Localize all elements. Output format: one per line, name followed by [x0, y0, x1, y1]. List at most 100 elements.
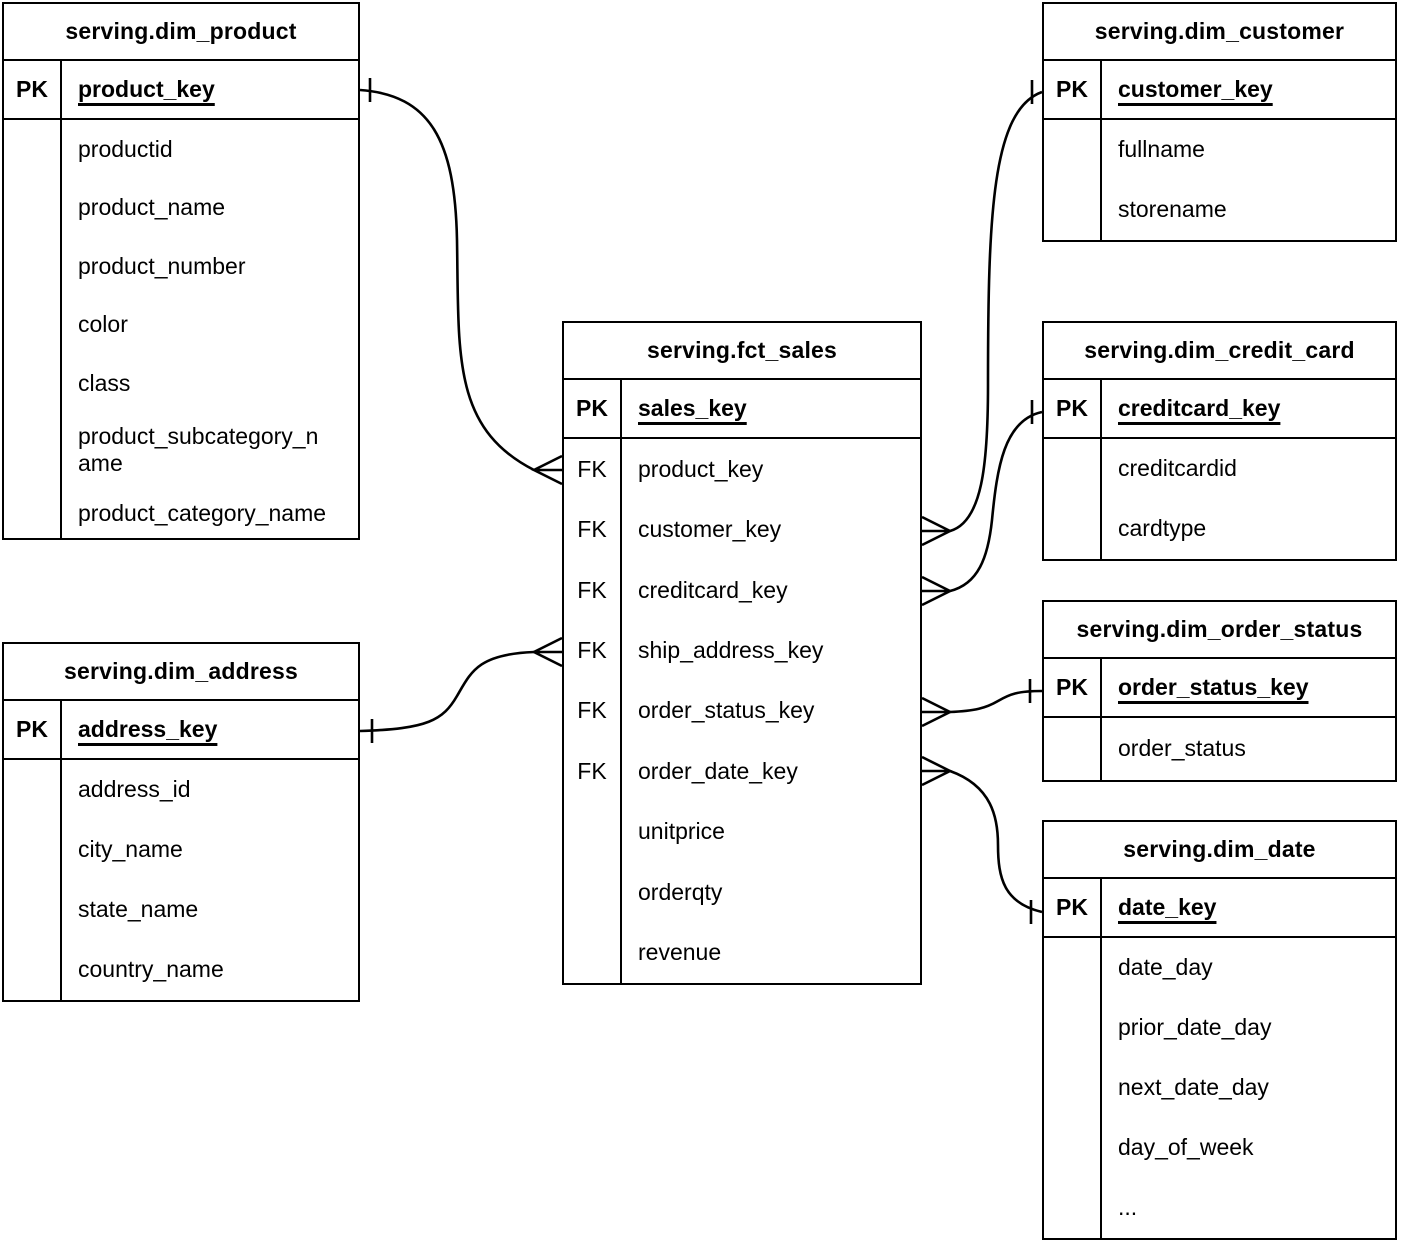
field-row: unitprice	[564, 801, 920, 863]
field-name: product_name	[78, 194, 226, 221]
table-body: fullname storename	[1044, 120, 1395, 240]
field-name: productid	[78, 135, 173, 162]
field-row: next_date_day	[1044, 1058, 1395, 1118]
field-name: class	[78, 369, 131, 396]
cardinality-many-marker	[921, 575, 953, 607]
table-title: serving.dim_credit_card	[1044, 323, 1395, 380]
table-dim-order-status: serving.dim_order_status PK order_status…	[1042, 600, 1397, 782]
table-title: serving.dim_date	[1044, 822, 1395, 879]
table-title: serving.fct_sales	[564, 323, 920, 380]
field-row: FK product_key	[564, 439, 920, 500]
key-cell	[1044, 439, 1102, 499]
field-row: prior_date_day	[1044, 998, 1395, 1058]
field-row: order_status	[1044, 718, 1395, 780]
cardinality-many-marker	[921, 515, 953, 547]
pk-label: PK	[564, 380, 622, 437]
field-name: product_category_name	[78, 499, 327, 526]
key-cell	[1044, 938, 1102, 998]
pk-label: PK	[1044, 61, 1102, 118]
pk-field-name: product_key	[78, 75, 215, 102]
key-cell	[4, 760, 62, 820]
pk-field-name: order_status_key	[1118, 673, 1309, 700]
field-row: ...	[1044, 1178, 1395, 1238]
connector-line	[949, 90, 1043, 533]
key-cell	[4, 178, 62, 237]
key-cell	[1044, 1058, 1102, 1118]
key-cell	[4, 820, 62, 880]
pk-label: PK	[1044, 879, 1102, 936]
pk-field-name: address_key	[78, 715, 218, 742]
pk-field-cell: product_key	[62, 61, 358, 118]
key-cell	[564, 801, 622, 863]
pk-row: PK product_key	[4, 61, 358, 120]
connector-line	[949, 769, 1043, 914]
pk-label: PK	[1044, 380, 1102, 437]
fk-label: FK	[564, 741, 622, 802]
field-name: prior_date_day	[1118, 1014, 1272, 1041]
field-name: address_id	[78, 776, 191, 803]
field-name: creditcardid	[1118, 455, 1237, 482]
field-name: product_key	[638, 455, 764, 482]
field-name: order_date_key	[638, 757, 798, 784]
key-cell	[4, 236, 62, 296]
pk-field-name: creditcard_key	[1118, 394, 1281, 421]
cardinality-many-marker	[531, 454, 563, 486]
field-name: color	[78, 311, 128, 338]
field-row: country_name	[4, 940, 358, 1000]
pk-row: PK creditcard_key	[1044, 380, 1395, 439]
key-cell	[1044, 1118, 1102, 1178]
fk-label: FK	[564, 559, 622, 621]
pk-label: PK	[4, 61, 62, 118]
table-dim-product: serving.dim_product PK product_key produ…	[2, 2, 360, 540]
fk-label: FK	[564, 620, 622, 681]
field-name: product_number	[78, 252, 246, 279]
pk-field-cell: customer_key	[1102, 61, 1395, 118]
key-cell	[4, 488, 62, 539]
key-cell	[1044, 1178, 1102, 1238]
relationship-date-sales	[921, 755, 1043, 924]
field-name: storename	[1118, 196, 1227, 223]
key-cell	[1044, 499, 1102, 559]
relationship-address-sales	[359, 636, 563, 743]
key-cell	[1044, 998, 1102, 1058]
pk-field-cell: creditcard_key	[1102, 380, 1395, 437]
field-row: storename	[1044, 180, 1395, 240]
pk-row: PK date_key	[1044, 879, 1395, 938]
fk-label: FK	[564, 439, 622, 500]
table-dim-credit-card: serving.dim_credit_card PK creditcard_ke…	[1042, 321, 1397, 561]
table-dim-address: serving.dim_address PK address_key addre…	[2, 642, 360, 1002]
field-name: state_name	[78, 896, 199, 923]
field-row: state_name	[4, 880, 358, 940]
field-name: unitprice	[638, 818, 725, 845]
field-name: ship_address_key	[638, 636, 824, 663]
field-row: class	[4, 353, 358, 413]
field-name: cardtype	[1118, 515, 1207, 542]
table-body: order_status	[1044, 718, 1395, 780]
connector-line	[359, 650, 535, 733]
relationship-customer-sales	[921, 80, 1043, 547]
cardinality-many-marker	[531, 636, 563, 668]
field-row: day_of_week	[1044, 1118, 1395, 1178]
field-row: product_category_name	[4, 488, 358, 539]
pk-field-cell: order_status_key	[1102, 659, 1395, 716]
relationship-credit-card-sales	[921, 400, 1043, 607]
table-title: serving.dim_order_status	[1044, 602, 1395, 659]
key-cell	[1044, 180, 1102, 240]
key-cell	[4, 353, 62, 413]
field-name: customer_key	[638, 516, 782, 543]
table-body: productid product_name product_number co…	[4, 120, 358, 539]
cardinality-many-marker	[921, 696, 953, 728]
pk-row: PK order_status_key	[1044, 659, 1395, 718]
fk-label: FK	[564, 499, 622, 560]
pk-field-name: sales_key	[638, 394, 747, 421]
pk-field-name: date_key	[1118, 893, 1217, 920]
field-name-cell: product_subcategory_name	[62, 412, 358, 488]
connector-line	[949, 689, 1043, 714]
field-row: product_name	[4, 178, 358, 237]
field-name: date_day	[1118, 954, 1213, 981]
field-row: date_day	[1044, 938, 1395, 998]
